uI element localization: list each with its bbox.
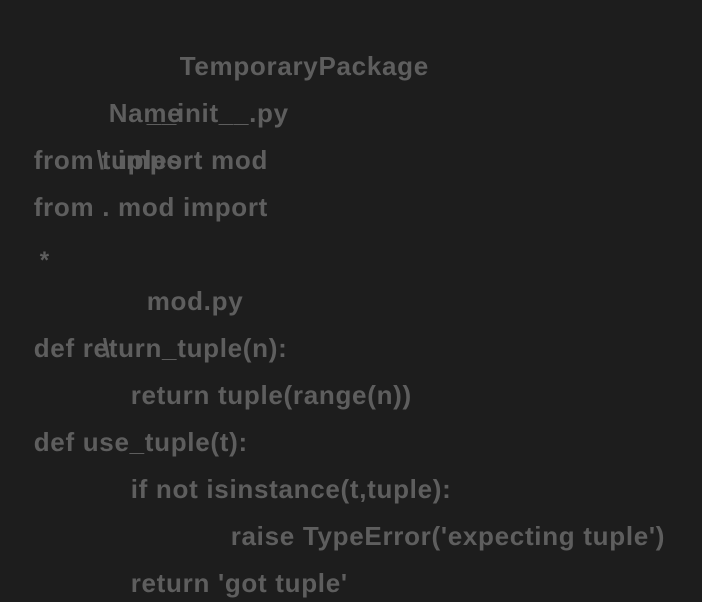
code-token-isinstance-check: if not isinstance(t,tuple): <box>130 474 452 504</box>
code-token-package-title: TemporaryPackage <box>179 51 429 81</box>
code-token-def-return-tuple: def return_tuple(n): <box>33 333 288 363</box>
code-line-isinstance-check: if not isinstance(t,tuple): <box>2 419 702 504</box>
code-token-return-tuple-body: return tuple(range(n)) <box>130 380 412 410</box>
code-token-init-filename: __init__.py <box>146 98 289 128</box>
code-line-def-return-tuple: def return_tuple(n): <box>2 278 702 363</box>
code-token-raise-typeerror: raise TypeError('expecting tuple') <box>230 521 666 551</box>
code-line-def-use-tuple: def use_tuple(t): <box>2 372 702 457</box>
code-token-import-mod: from . import mod <box>33 145 269 175</box>
code-line-import-mod: from . import mod <box>2 90 702 175</box>
code-line-raise-typeerror: raise TypeError('expecting tuple') <box>2 466 702 551</box>
code-token-mod-filename: mod.py <box>146 286 244 316</box>
code-token-line-continuation: \ <box>102 333 111 363</box>
code-token-return-got-tuple: return 'got tuple' <box>130 568 348 598</box>
code-token-name-value: tuples <box>101 145 183 175</box>
code-line-import-star: from . mod import * <box>2 137 702 274</box>
code-line-mod-filename: mod.py \ <box>2 231 702 363</box>
code-line-package-header: TemporaryPackage Name tuples <box>2 0 702 175</box>
code-token-from-mod-import: from . mod import <box>33 192 269 222</box>
code-line-return-got-tuple: return 'got tuple' <box>2 513 702 598</box>
code-token-line-continuation: \ <box>96 145 105 175</box>
asterisk-operator-glyph: * <box>39 247 50 275</box>
code-line-init-filename: __init__.py \ <box>2 43 702 175</box>
code-token-name-key: Name <box>108 98 183 128</box>
code-line-return-tuple-body: return tuple(range(n)) <box>2 325 702 410</box>
code-token-def-use-tuple: def use_tuple(t): <box>33 427 248 457</box>
